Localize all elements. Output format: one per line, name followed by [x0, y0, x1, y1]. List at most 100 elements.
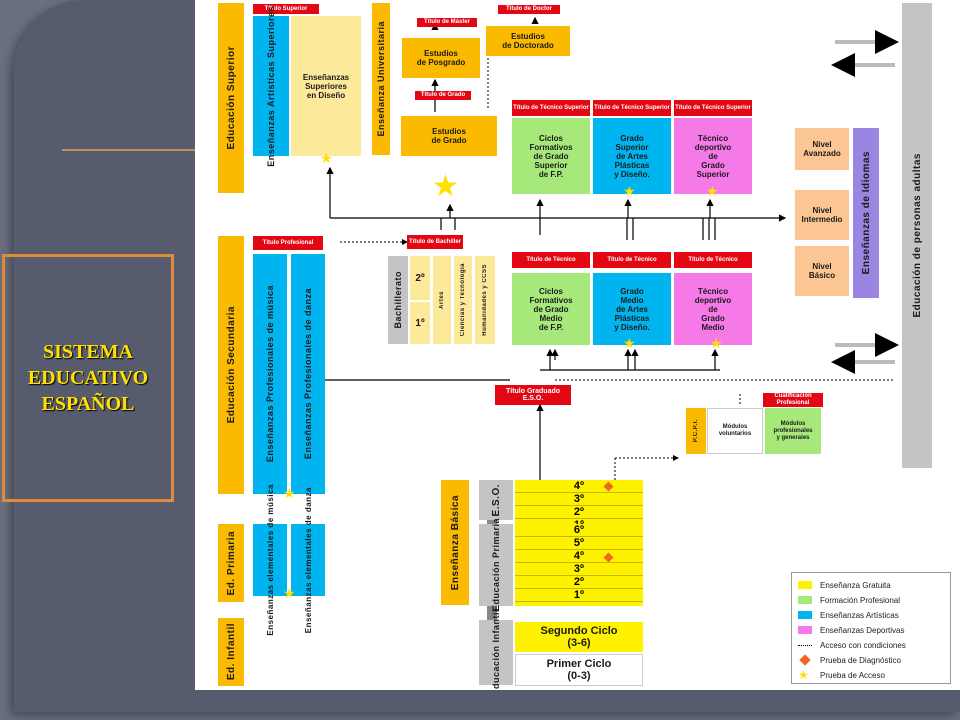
legend-item: Prueba de Diagnóstico: [798, 654, 901, 666]
section-idiomas: Enseñanzas de Idiomas: [853, 128, 879, 298]
modulos-profesionales-box: Módulos profesionales y generales: [765, 408, 821, 454]
titulo-tecnico-artes-label: Título de Técnico: [593, 252, 671, 268]
grado-box: Estudios de Grado: [401, 116, 497, 156]
eso-grade: 2º: [515, 506, 643, 519]
artes-superior-box: Grado Superior de Artes Plásticas y Dise…: [593, 118, 671, 194]
titulo-profesional-label: Título Profesional: [253, 236, 323, 250]
titulo-tecnico-superior-artes-label: Título de Técnico Superior: [593, 100, 671, 116]
ciencias-text: Ciencias y Tecnología: [459, 263, 466, 337]
humanidades-box: Humanidades y CCSS: [475, 256, 495, 344]
star-icon: ★: [706, 183, 719, 199]
legend-item: Formación Profesional: [798, 594, 900, 606]
ensenanza-basica-label: Enseñanza Básica: [449, 494, 461, 591]
titulo-doctor-label: Título de Doctor: [498, 5, 560, 14]
prof-musica-text: Enseñanzas Profesionales de música: [264, 285, 275, 463]
infantil-box: Educación Infantil: [479, 609, 513, 690]
star-icon: ★: [283, 485, 296, 501]
legend: Enseñanza Gratuita Formación Profesional…: [791, 572, 951, 684]
ed-primaria-label: Ed. Primaria: [225, 530, 237, 596]
legend-item: Enseñanzas Deportivas: [798, 624, 905, 636]
primer-ciclo-box: Primer Ciclo (0-3): [515, 654, 643, 686]
eso-grade: 3º: [515, 493, 643, 506]
eso-label: E.S.O.: [490, 483, 502, 517]
star-icon: ★: [623, 183, 636, 199]
section-educacion-secundaria: Educación Secundaria: [218, 236, 244, 494]
ciencias-box: Ciencias y Tecnología: [454, 256, 472, 344]
doctorado-box: Estudios de Doctorado: [486, 26, 570, 56]
section-ensenanza-basica: Enseñanza Básica: [441, 480, 469, 605]
titulo-grado-label: Título de Grado: [415, 91, 471, 100]
primaria-grade: 5º: [515, 537, 643, 550]
legend-swatch: [798, 626, 812, 634]
primaria-grade: 4º: [515, 550, 643, 563]
titulo-tecnico-superior-label: Título de Técnico Superior: [512, 100, 590, 116]
legend-label: Acceso con condiciones: [820, 640, 906, 650]
pcpi-text: P.C.P.I.: [692, 419, 699, 443]
prof-musica-box: Enseñanzas Profesionales de música: [253, 254, 287, 494]
bachillerato-label: Bachillerato: [392, 271, 403, 329]
infantil-box-label: Educación Infantil: [490, 609, 501, 690]
primaria-grade: 2º: [515, 576, 643, 589]
legend-item: Acceso con condiciones: [798, 639, 906, 651]
legend-label: Prueba de Acceso: [820, 670, 885, 680]
primaria-grade: 6º: [515, 524, 643, 537]
titulo-tecnico-deportes-label: Título de Técnico: [674, 252, 752, 268]
pcpi-box: P.C.P.I.: [686, 408, 706, 454]
titulo-bachiller-label: Título de Bachiller: [407, 235, 463, 249]
nivel-basico-box: Nivel Básico: [795, 246, 849, 296]
legend-label: Enseñanzas Deportivas: [820, 625, 905, 635]
primaria-grade: 3º: [515, 563, 643, 576]
diamond-icon: [799, 654, 811, 666]
nivel-intermedio-box: Nivel Intermedio: [795, 190, 849, 240]
star-icon: ★: [432, 170, 459, 203]
segundo-ciclo-box: Segundo Ciclo (3-6): [515, 622, 643, 652]
cf-medio-box: Ciclos Formativos de Grado Medio de F.P.: [512, 273, 590, 345]
superiores-diseno-box: Enseñanzas Superiores en Diseño: [291, 16, 361, 156]
titulo-master-label: Título de Máster: [417, 18, 477, 27]
eso-box: E.S.O.: [479, 480, 513, 520]
deportivo-superior-box: Técnico deportivo de Grado Superior: [674, 118, 752, 194]
section-universitaria: Enseñanza Universitaria: [372, 3, 390, 155]
legend-label: Enseñanzas Artísticas: [820, 610, 899, 620]
universitaria-label: Enseñanza Universitaria: [376, 21, 386, 137]
primaria-box: Educación Primaria: [479, 518, 513, 612]
artes-box: Artes: [433, 256, 451, 344]
titulo-tecnico-label: Título de Técnico: [512, 252, 590, 268]
decorative-line: [62, 149, 196, 151]
legend-label: Formación Profesional: [820, 595, 901, 605]
bach-2-box: 2º: [410, 256, 430, 300]
primaria-grades-box: 6º 5º 4º 3º 2º 1º: [515, 524, 643, 606]
elem-danza-text: Enseñanzas elementales de danza: [303, 486, 313, 634]
slide-title: SISTEMA EDUCATIVO ESPAÑOL: [27, 341, 149, 415]
dotted-arrow-icon: [798, 644, 812, 646]
legend-swatch: [798, 596, 812, 604]
section-ed-infantil: Ed. Infantil: [218, 618, 244, 686]
posgrado-box: Estudios de Posgrado: [402, 38, 480, 78]
star-icon: ★: [283, 585, 296, 601]
prof-danza-text: Enseñanzas Profesionales de danza: [302, 288, 313, 460]
eso-grade: 4º: [515, 480, 643, 493]
legend-item: Enseñanza Gratuita: [798, 579, 891, 591]
bachillerato-box: Bachillerato: [388, 256, 408, 344]
artes-text: Artes: [438, 291, 445, 309]
elem-musica-box: Enseñanzas elementales de música: [253, 484, 287, 636]
legend-label: Enseñanza Gratuita: [820, 580, 891, 590]
artisticas-superiores-box: Enseñanzas Artísticas Superiores: [253, 6, 289, 166]
cualificacion-label: Cualificación Profesional: [763, 393, 823, 407]
primaria-label: Educación Primaria: [490, 518, 501, 612]
titulo-superior-label: Título Superior: [253, 4, 319, 14]
legend-swatch: [798, 611, 812, 619]
cf-superior-box: Ciclos Formativos de Grado Superior de F…: [512, 118, 590, 194]
legend-swatch: [798, 581, 812, 589]
title-box: SISTEMA EDUCATIVO ESPAÑOL: [2, 254, 174, 502]
ed-infantil-label: Ed. Infantil: [225, 623, 237, 681]
deportivo-medio-box: Técnico deportivo de Grado Medio: [674, 273, 752, 345]
section-ed-primaria: Ed. Primaria: [218, 524, 244, 602]
section-educacion-superior: Educación Superior: [218, 3, 244, 193]
educacion-secundaria-label: Educación Secundaria: [225, 306, 237, 424]
artes-medio-box: Grado Medio de Artes Plásticas y Diseño.: [593, 273, 671, 345]
education-system-diagram: Educación Superior Título Superior Enseñ…: [195, 0, 960, 690]
section-adultos: Educación de personas adultas: [902, 3, 932, 468]
titulo-tecnico-superior-deportes-label: Título de Técnico Superior: [674, 100, 752, 116]
artisticas-superiores-text: Enseñanzas Artísticas Superiores: [265, 5, 276, 167]
